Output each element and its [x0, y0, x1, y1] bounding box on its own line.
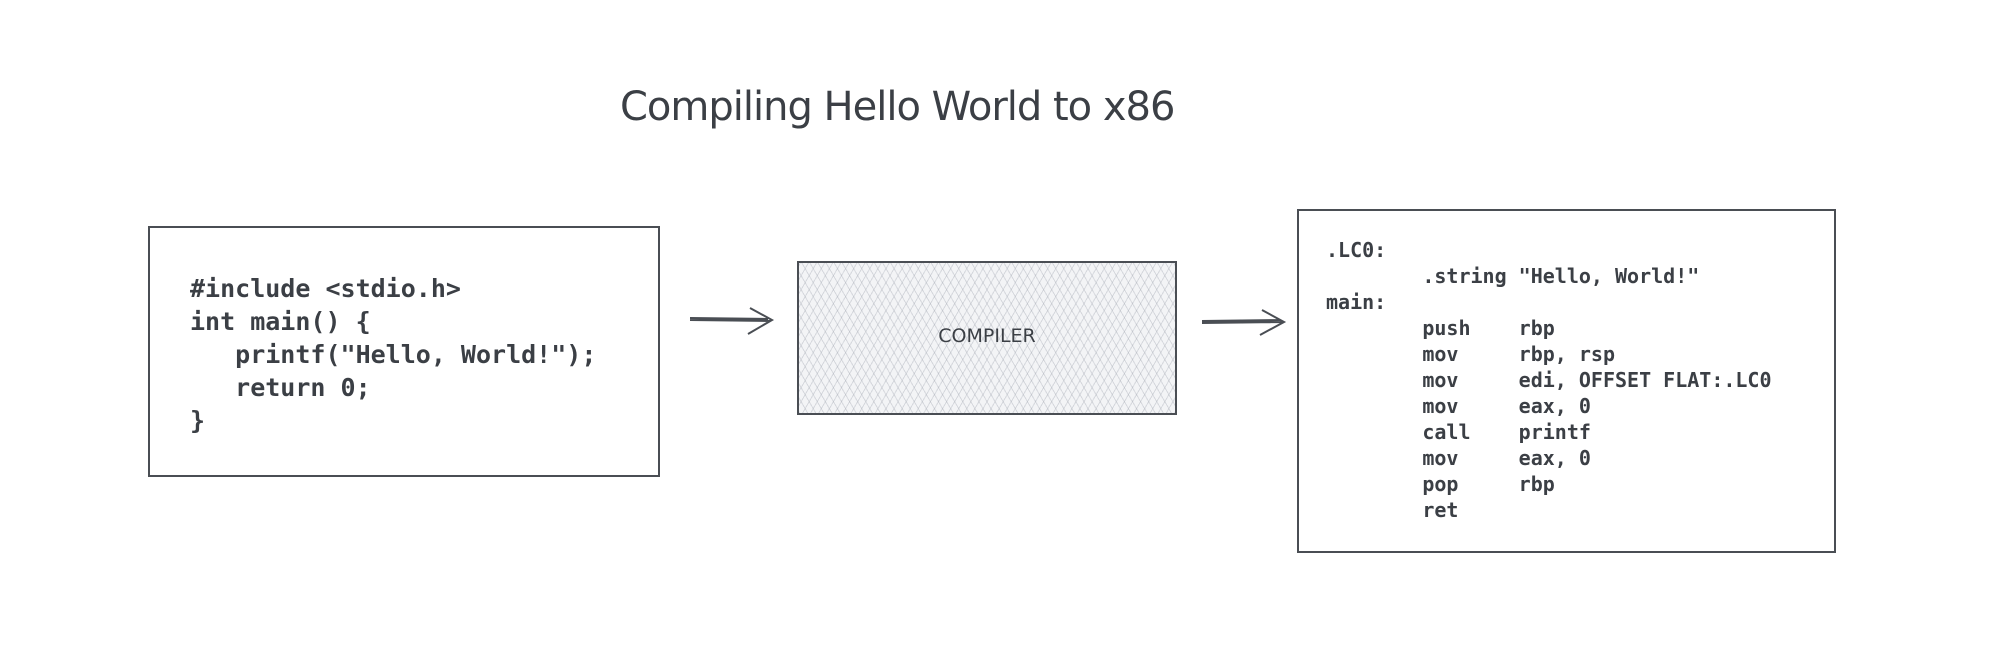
- asm-line: call printf: [1326, 420, 1591, 444]
- asm-line: mov eax, 0: [1326, 446, 1591, 470]
- code-line: printf("Hello, World!");: [190, 340, 597, 369]
- assembly-code: .LC0: .string "Hello, World!" main: push…: [1326, 237, 1772, 523]
- code-line: }: [190, 406, 206, 435]
- asm-line: .LC0:: [1326, 238, 1387, 262]
- asm-line: ret: [1326, 498, 1459, 522]
- arrow-to-compiler-icon: [689, 307, 775, 335]
- code-line: return 0;: [190, 373, 371, 402]
- asm-line: mov eax, 0: [1326, 394, 1591, 418]
- compiler-label: COMPILER: [938, 325, 1036, 347]
- asm-line: pop rbp: [1326, 472, 1555, 496]
- diagram-title: Compiling Hello World to x86: [620, 84, 1175, 130]
- asm-line: push rbp: [1326, 316, 1555, 340]
- assembly-output-box: .LC0: .string "Hello, World!" main: push…: [1297, 209, 1836, 553]
- asm-line: mov edi, OFFSET FLAT:.LC0: [1326, 368, 1772, 392]
- asm-line: mov rbp, rsp: [1326, 342, 1615, 366]
- source-code-box: #include <stdio.h> int main() { printf("…: [148, 226, 660, 477]
- arrow-to-assembly-icon: [1201, 309, 1287, 336]
- compiler-box: COMPILER: [797, 261, 1177, 415]
- asm-line: .string "Hello, World!": [1326, 264, 1700, 288]
- asm-line: main:: [1326, 290, 1387, 314]
- source-code: #include <stdio.h> int main() { printf("…: [190, 272, 596, 437]
- code-line: int main() {: [190, 307, 371, 336]
- code-line: #include <stdio.h>: [190, 274, 461, 303]
